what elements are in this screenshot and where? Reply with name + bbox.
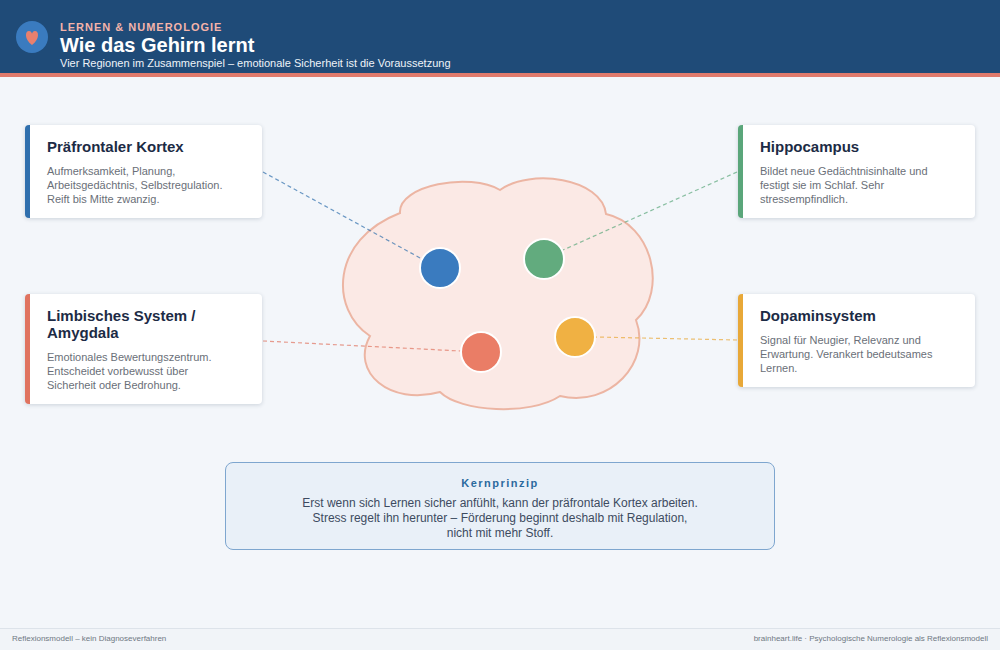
region-card: HippocampusBildet neue Gedächtnisinhalte…	[738, 125, 975, 218]
region-card: Präfrontaler KortexAufmerksamkeit, Planu…	[25, 125, 262, 218]
region-dot	[555, 317, 595, 357]
box-heading: Dopaminsystem	[760, 307, 961, 324]
box-heading: Hippocampus	[760, 138, 961, 155]
heart-icon	[26, 31, 38, 45]
box-body: Signal für Neugier, Relevanz und Erwartu…	[760, 333, 952, 375]
region-card: Limbisches System / AmygdalaEmotionales …	[25, 294, 262, 404]
box-heading: Limbisches System / Amygdala	[47, 307, 248, 341]
box-body: Bildet neue Gedächtnisinhalte und festig…	[760, 164, 952, 206]
page-title: Wie das Gehirn lernt	[60, 34, 254, 57]
leader-line	[595, 337, 737, 340]
region-dot	[524, 239, 564, 279]
box-body: Aufmerksamkeit, Planung, Arbeitsgedächtn…	[47, 164, 239, 206]
principle-box: KernprinzipErst wenn sich Lernen sicher …	[225, 462, 775, 550]
logo-circle	[16, 21, 48, 53]
box-heading: Präfrontaler Kortex	[47, 138, 248, 155]
leader-line	[563, 172, 737, 250]
leader-line	[263, 172, 422, 259]
subtitle-label: Vier Regionen im Zusammenspiel – emotion…	[60, 57, 451, 69]
region-card: DopaminsystemSignal für Neugier, Relevan…	[738, 294, 975, 387]
box-body: Emotionales Bewertungszentrum. Entscheid…	[47, 350, 239, 392]
region-dot	[461, 332, 501, 372]
brain-outline	[343, 178, 653, 409]
leader-line	[263, 341, 461, 351]
region-dot	[420, 248, 460, 288]
kicker-label: LERNEN & NUMEROLOGIE	[60, 21, 222, 33]
box-heading: Kernprinzip	[246, 477, 754, 489]
footer-note: Reflexionsmodell – kein Diagnoseverfahre…	[12, 634, 166, 643]
footer-source: brainheart.life · Psychologische Numerol…	[754, 634, 988, 643]
box-body: Erst wenn sich Lernen sicher anfühlt, ka…	[300, 496, 700, 541]
